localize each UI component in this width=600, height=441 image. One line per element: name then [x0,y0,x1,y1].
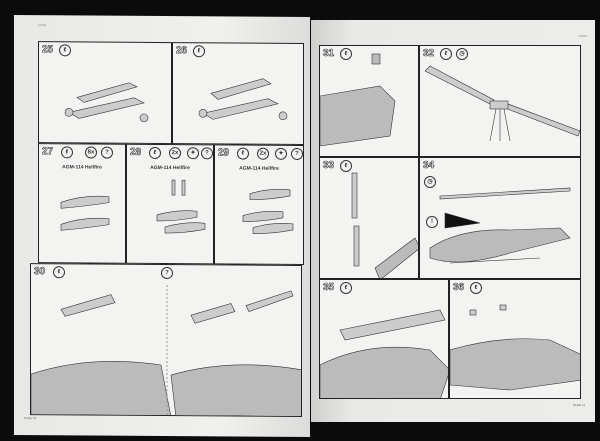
right-page: 04963 PAGE 11 31 ℓ 32 ℓ ◷ 33 ℓ 34 ◷ ! 35… [311,20,595,422]
step-number: 34 [423,160,435,172]
step-number: 32 [423,48,435,60]
warning-icon: ! [426,216,438,228]
glue-icon: ℓ [340,160,352,172]
page-number: PAGE 11 [572,403,585,407]
helicopter-drawing [429,187,571,264]
helicopter-drawing [320,309,448,398]
step-33-panel: 33 ℓ [319,157,419,279]
missile-drawing [156,179,206,234]
step-30-panel: 30 ℓ ? [30,263,302,417]
step-32-panel: 32 ℓ ◷ [419,45,581,157]
step-number: 35 [323,282,335,294]
missile-drawing [60,195,110,231]
step-25-panel: 25 ℓ [38,41,172,145]
helicopter-drawing [320,53,396,147]
step-number: 33 [323,160,335,172]
page-code: 04963 [38,23,47,28]
step-27-panel: 27 ℓ 8x ? AGM-114 Hellfire [38,143,126,264]
helicopter-wing-drawing [31,285,302,417]
clock-icon: ◷ [424,176,436,188]
step-31-panel: 31 ℓ [319,45,419,157]
assembly-drawing [198,78,288,121]
step-36-panel: 36 ℓ [449,279,581,399]
helicopter-drawing [450,304,580,391]
glue-icon: ℓ [470,282,482,294]
rotor-drawing [424,65,580,142]
left-page: 04963 PAGE 10 25 ℓ 26 ℓ 27 ℓ 8x ? AGM-11… [14,14,310,438]
tail-rotor-drawing [351,172,418,278]
step-number: 31 [323,48,335,60]
step-26-panel: 26 ℓ [172,42,304,145]
step-34-panel: 34 ◷ ! [419,157,581,279]
step-number: 36 [453,282,465,294]
missile-drawing [242,189,294,234]
glue-icon: ℓ [340,48,352,60]
step-29-panel: 29 ℓ 2x ✦ ? AGM-114 Hellfire [214,144,304,265]
page-number: PAGE 10 [24,416,37,421]
step-35-panel: 35 ℓ [319,279,449,399]
glue-icon: ℓ [340,282,352,294]
glue-icon: ℓ [440,48,452,60]
assembly-drawing [64,82,149,123]
clock-icon: ◷ [456,48,468,60]
step-28-panel: 28 ℓ 2x ✦ ? AGM-114 Hellfire [126,143,214,265]
page-code: 04963 [578,34,587,38]
